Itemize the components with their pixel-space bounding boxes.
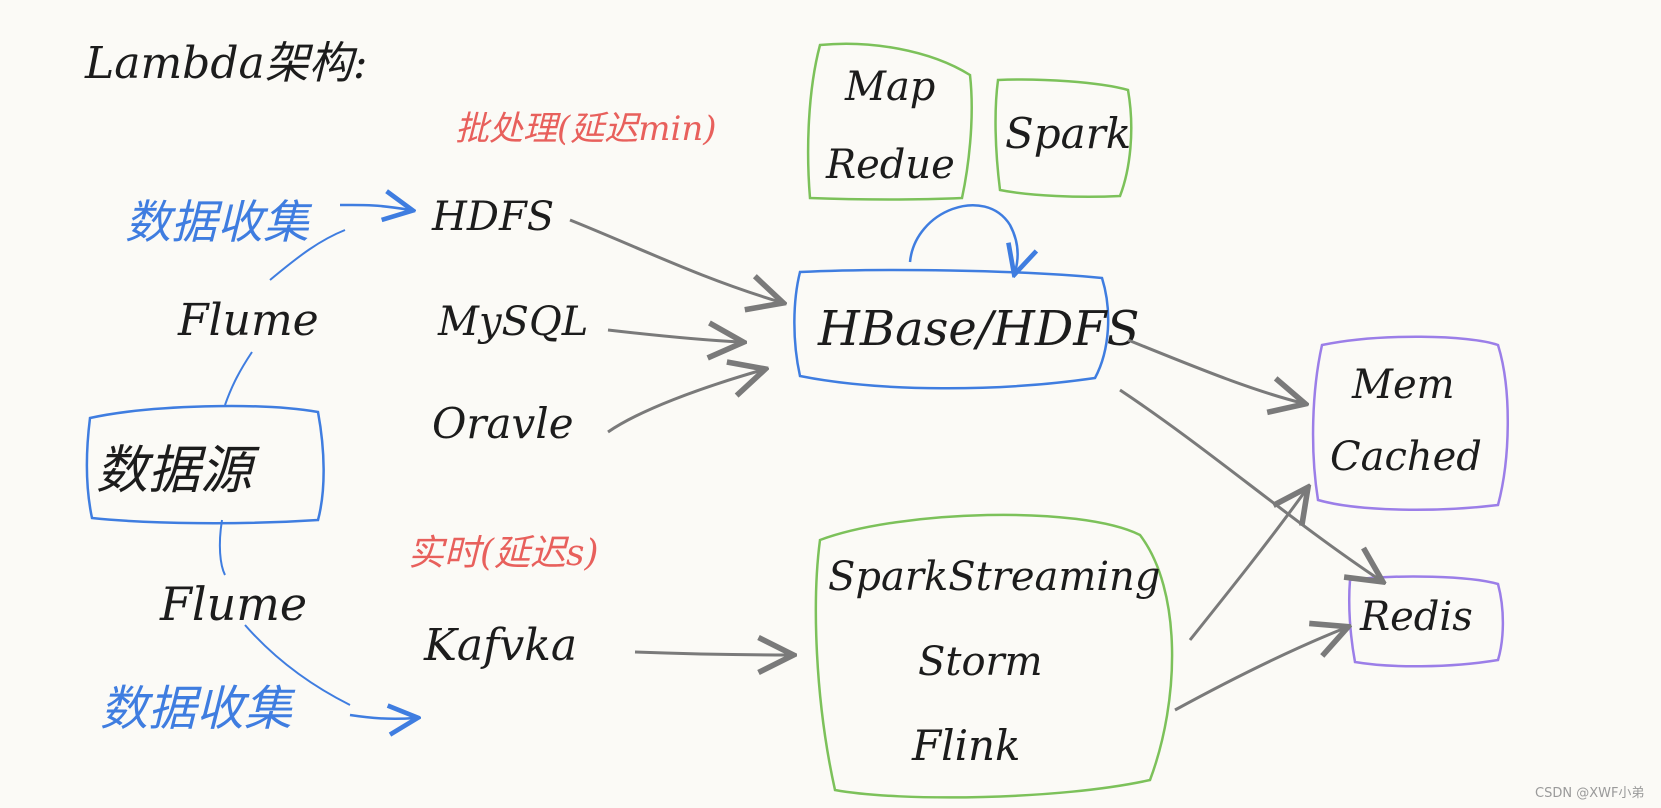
mapreduce-label-line1: Map [844,64,935,110]
stream-engine-flink: Flink [911,721,1021,770]
realtime-source-kafka: Kafvka [423,620,577,671]
arrow-oracle-to-storage [607,370,762,434]
arrow-stream-to-redis [1174,628,1345,712]
memcached-box [1311,335,1509,511]
mapreduce-label-line2: Redue [825,142,955,188]
flume-bottom-to-collect-line [244,624,351,706]
batch-source-mysql: MySQL [437,299,588,345]
collect-arrow-bottom [349,715,415,719]
collect-label-top: 数据收集 [125,195,313,249]
storage-box [793,268,1110,390]
memcached-label-line2: Cached [1330,434,1482,480]
mapreduce-box [806,42,973,201]
stream-engines-box [814,513,1174,799]
flume-label-bottom: Flume [159,577,307,631]
stream-engine-sparkstreaming: SparkStreaming [828,554,1160,600]
flume-label-top: Flume [177,295,319,346]
arrow-storage-to-memcached [1127,338,1302,403]
arrow-mysql-to-storage [607,330,740,342]
collect-arrow-top [339,205,410,210]
diagram-title: Lambda架构: [84,38,368,89]
memcached-label-line1: Mem [1351,362,1455,408]
arrow-hdfs-to-storage [569,218,780,302]
redis-label: Redis [1359,594,1473,640]
realtime-latency-note: 实时(延迟s) [408,533,599,574]
stream-engine-storm: Storm [918,639,1043,685]
arrow-kafka-to-stream [634,652,790,655]
storage-label: HBase/HDFS [817,301,1140,357]
collect-label-bottom: 数据收集 [100,681,296,737]
data-source-box [85,404,325,525]
source-to-flume-top-line [224,351,253,406]
spark-label: Spark [1005,109,1131,158]
batch-source-hdfs: HDFS [431,194,554,240]
arrow-storage-to-redis [1119,388,1380,580]
batch-source-oracle: Oravle [432,399,574,448]
data-source-label: 数据源 [96,441,260,501]
storage-loop-arrow [908,204,1018,272]
collect-strike-top [269,229,346,281]
watermark-text: CSDN @XWF小弟 [1535,786,1644,801]
source-to-flume-bottom-line [218,519,226,576]
spark-box [994,78,1133,198]
batch-latency-note: 批处理(延迟min) [455,109,717,149]
arrow-stream-to-memcached [1188,490,1306,641]
